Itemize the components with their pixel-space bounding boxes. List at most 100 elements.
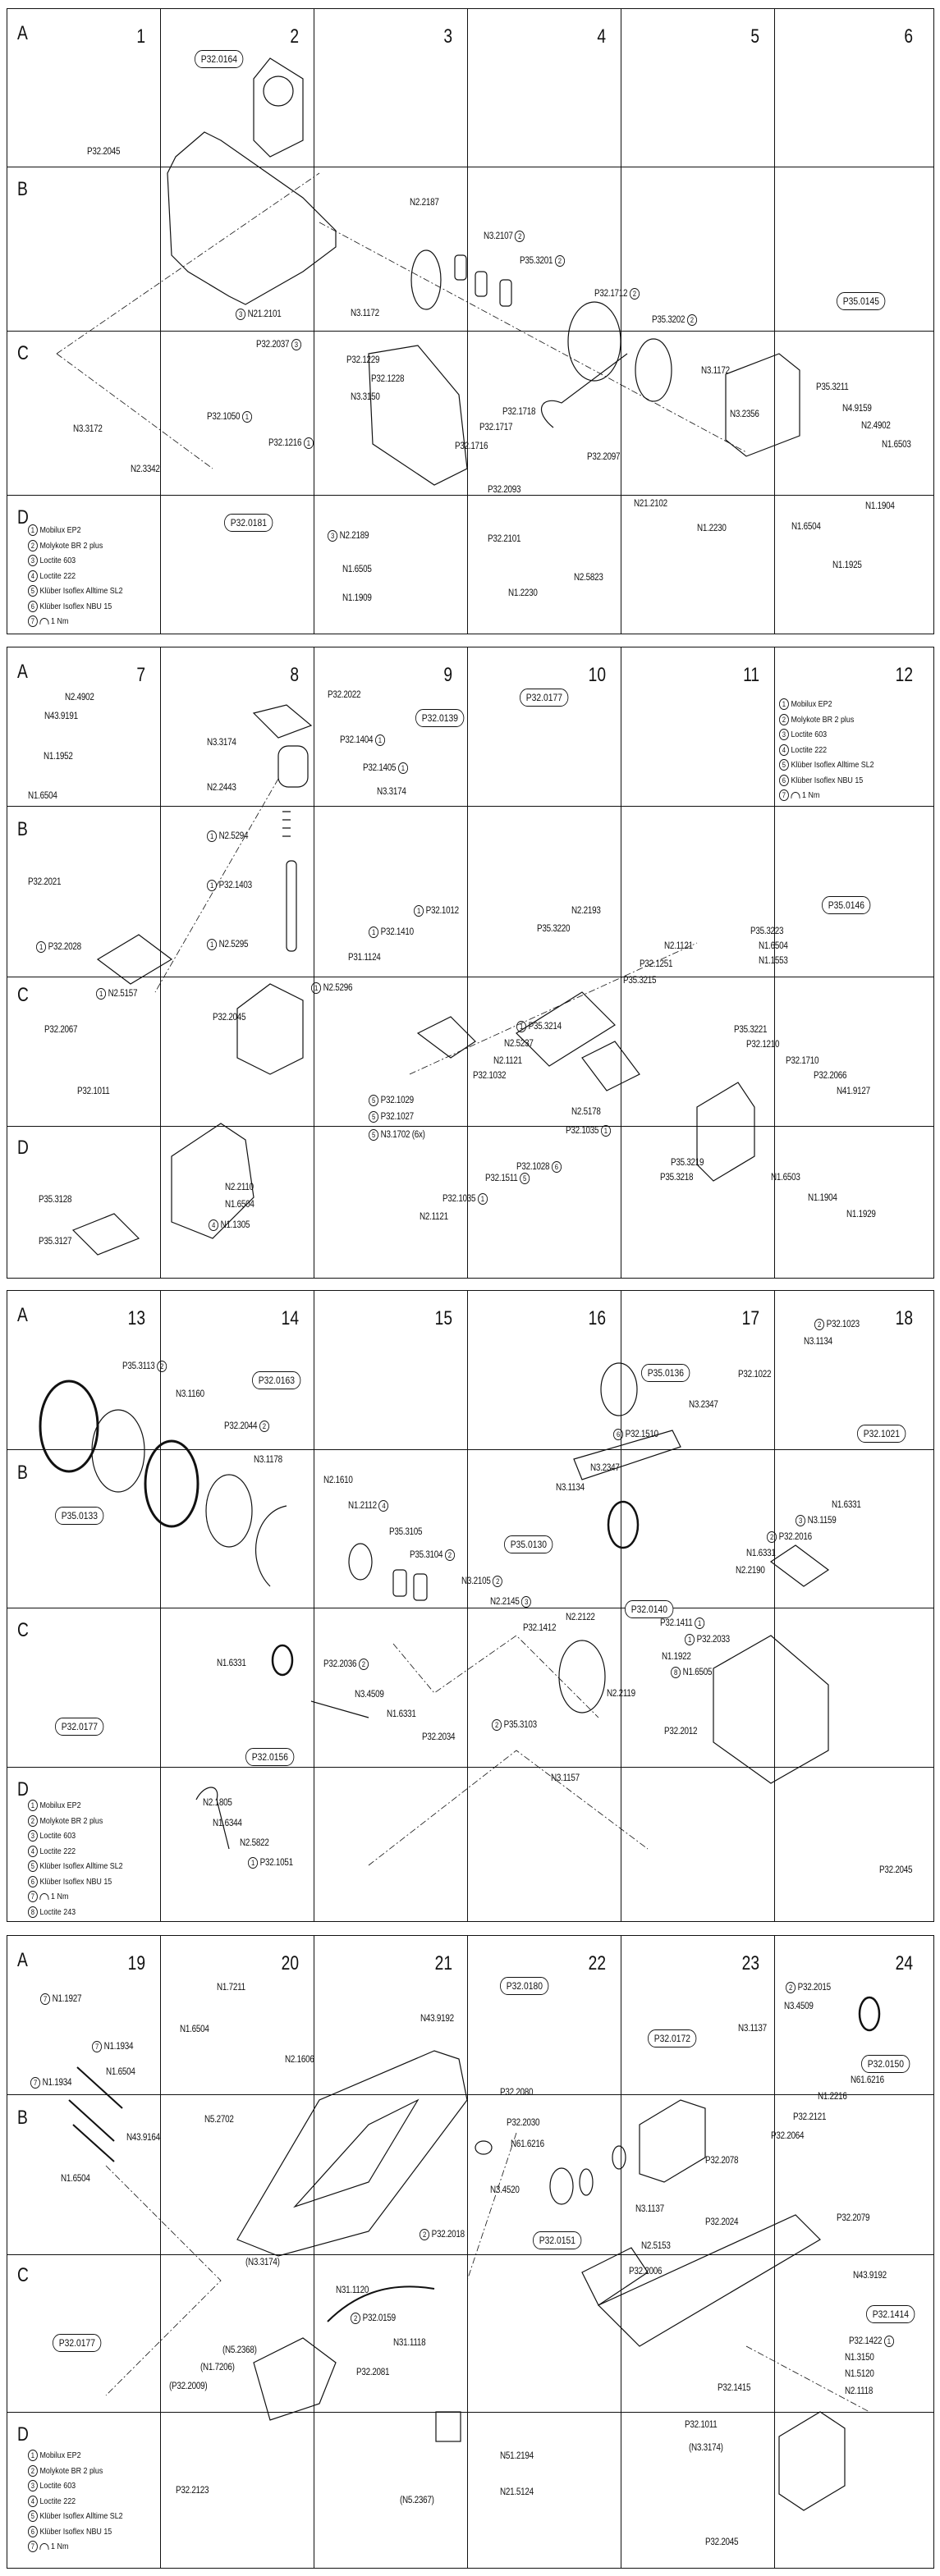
part-label: N3.3172 [73,424,103,434]
part-label: P35.3211 [816,382,849,392]
part-label: N1.7211 [217,1983,245,1993]
part-label: N1.1925 [832,560,862,570]
grid-line [160,1291,161,1921]
exploded-view-drawing [56,57,800,486]
assembly-callout: P32.0181 [224,514,273,532]
part-label: P35.3202 2 [652,314,699,326]
part-label: P35.3105 [389,1527,423,1537]
part-label: N61.6216 [511,2139,544,2149]
part-label: N2.2110 [225,1183,254,1192]
housing-part [713,1635,829,1784]
part-label: N3.1178 [254,1455,282,1465]
grid-line [160,1936,161,2568]
part-label: P32.2045 [705,2537,739,2547]
part-label: P32.2044 2 [224,1421,271,1432]
part-label: N3.4520 [490,2185,520,2195]
grid-line [774,1291,775,1921]
column-label: 14 [281,1307,299,1329]
part-label: N1.2216 [818,2092,847,2102]
part-label: N3.4509 [355,1690,384,1700]
row-label: D [17,1137,29,1159]
housing-part [778,2411,846,2511]
part-label: N4.9159 [842,404,872,414]
part-label: N5.2702 [204,2115,234,2125]
assembly-callout: P32.0180 [500,1977,549,1995]
row-label: B [17,818,28,840]
part-label: N1.3150 [845,2353,874,2363]
ring-part [558,1640,606,1714]
part-label: N1.6503 [771,1173,800,1183]
part-label: N3.1134 [804,1337,832,1347]
part-label: N1.1922 [662,1652,691,1662]
grid-line [7,2254,933,2255]
exploded-view-drawing [39,1362,830,1866]
seal-part [475,2140,493,2155]
part-label: P32.1022 [738,1370,772,1380]
part-label: N1.6503 [882,440,911,450]
grid-line [7,495,933,496]
part-label: P32.1717 [479,423,513,432]
column-label: 21 [434,1952,452,1974]
torque-icon [791,792,800,799]
part-label: P32.2006 [629,2267,663,2276]
part-label: N1.2230 [508,588,538,598]
part-label: P32.1712 2 [594,288,641,300]
connector-part [435,2411,461,2442]
row-label: D [17,2423,29,2446]
assembly-callout: P32.1414 [866,2305,915,2323]
shaft-part [310,1700,369,1718]
diagram-panel-2: A B C D 7 8 9 10 11 12 P32.0139 P32.0177… [7,647,934,1279]
gear-part [858,1996,881,2032]
assembly-callout: P32.0177 [520,689,569,707]
part-label: P32.2066 [814,1071,847,1081]
row-label: C [17,342,29,364]
grid-line [467,9,468,634]
gear-ring-part [567,301,621,382]
housing-part [171,1123,254,1239]
bearing-part [579,2168,594,2196]
bearing-part [612,2145,626,2170]
part-label: N43.9192 [853,2271,887,2281]
part-label: P32.2037 3 [256,339,303,350]
part-label: N43.9191 [44,711,78,721]
assembly-callout: P32.0177 [53,2334,102,2352]
shaft-part [286,860,297,952]
part-label: P32.2079 [837,2213,870,2223]
part-label: N2.2443 [207,783,236,793]
part-label: P32.2064 [771,2131,805,2141]
part-label: P32.2121 [793,2112,827,2122]
column-label: 23 [741,1952,759,1974]
part-label: N2.5823 [574,573,603,583]
assembly-callout: P32.0163 [252,1371,301,1389]
part-label: N1.2230 [697,524,727,533]
assembly-callout: P35.0130 [504,1535,553,1553]
part-label: N2.2145 3 [490,1596,534,1608]
column-label: 4 [597,25,606,48]
part-label: N1.1952 [44,752,73,762]
part-label: P32.1011 [685,2420,718,2430]
assembly-callout: P32.0150 [861,2055,910,2073]
plate-part [252,704,313,739]
cylinder-part [277,745,309,788]
part-label: N2.5153 [641,2241,671,2251]
gear-part [454,254,467,281]
exploded-view-drawing [68,1996,881,2511]
row-label: C [17,2264,29,2286]
part-label: N2.2122 [566,1613,595,1622]
part-label: P32.1216 1 [268,437,315,449]
